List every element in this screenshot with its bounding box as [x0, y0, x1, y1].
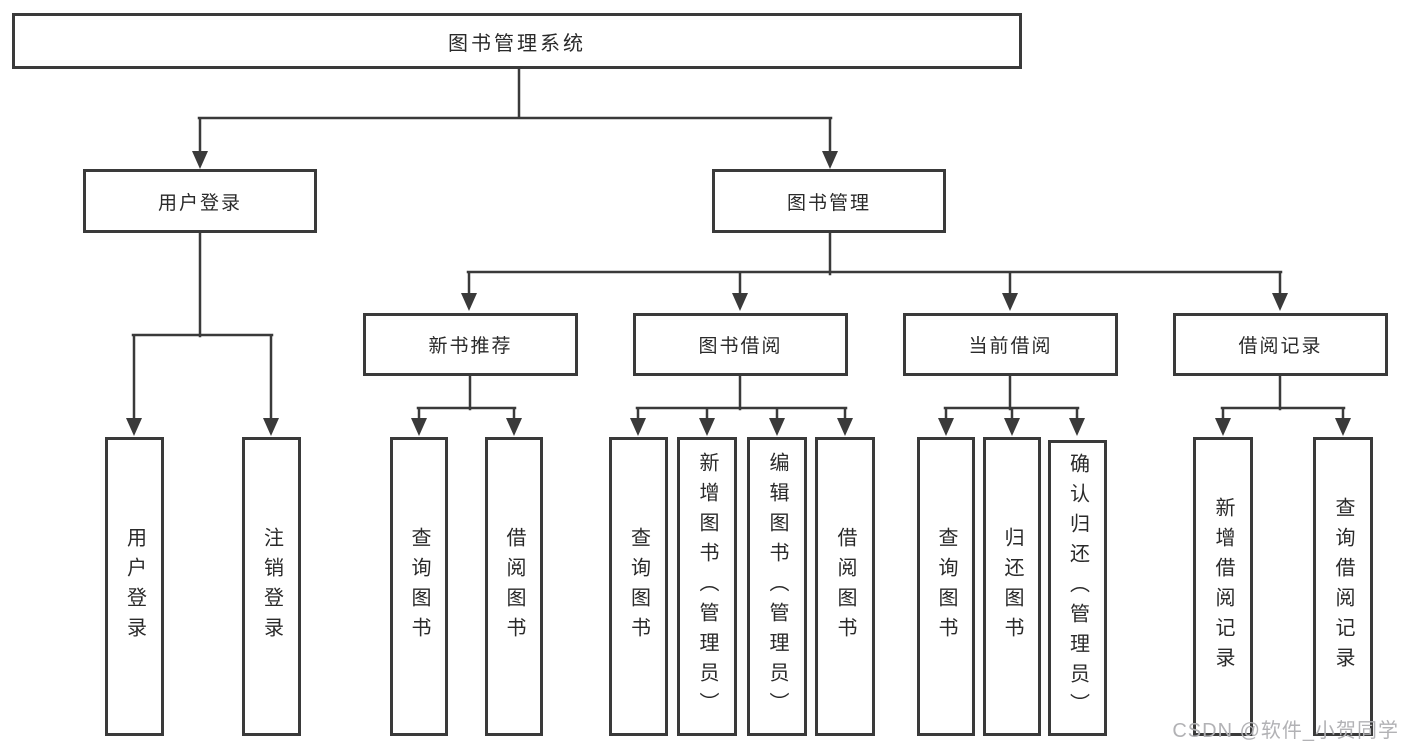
node-new-book-recommend-label: 新书推荐	[428, 336, 513, 357]
node-borrow-record: 借阅记录	[1173, 313, 1388, 376]
node-recommend-borrow-book-label: 借阅图书	[503, 526, 525, 647]
node-recommend-query-book: 查询图书	[390, 437, 448, 736]
node-borrow-edit-book-admin-label: 编辑图书（管理员）	[766, 451, 788, 722]
node-new-book-recommend: 新书推荐	[363, 313, 578, 376]
node-current-borrow: 当前借阅	[903, 313, 1118, 376]
node-borrow-borrow-book-label: 借阅图书	[834, 526, 856, 647]
node-user-login-action-label: 用户登录	[123, 526, 146, 647]
node-record-add-record-label: 新增借阅记录	[1212, 496, 1234, 677]
node-recommend-borrow-book: 借阅图书	[485, 437, 543, 736]
node-logout-action-label: 注销登录	[260, 526, 283, 647]
node-record-query-record: 查询借阅记录	[1313, 437, 1373, 736]
node-root-label: 图书管理系统	[448, 32, 586, 55]
node-borrow-add-book-admin: 新增图书（管理员）	[677, 437, 737, 736]
node-root: 图书管理系统	[12, 13, 1022, 69]
node-book-borrow: 图书借阅	[633, 313, 848, 376]
node-book-borrow-label: 图书借阅	[698, 336, 783, 357]
node-record-query-record-label: 查询借阅记录	[1332, 496, 1354, 677]
node-recommend-query-book-label: 查询图书	[408, 526, 430, 647]
node-current-borrow-label: 当前借阅	[968, 336, 1053, 357]
node-borrow-record-label: 借阅记录	[1238, 336, 1323, 357]
node-borrow-add-book-admin-label: 新增图书（管理员）	[696, 451, 718, 722]
node-borrow-query-book-label: 查询图书	[627, 526, 650, 647]
node-current-return-book: 归还图书	[983, 437, 1041, 736]
node-user-login-label: 用户登录	[157, 192, 242, 214]
node-book-management: 图书管理	[712, 169, 946, 233]
node-borrow-edit-book-admin: 编辑图书（管理员）	[747, 437, 807, 736]
node-logout-action: 注销登录	[242, 437, 301, 736]
node-current-query-book: 查询图书	[917, 437, 975, 736]
node-current-return-book-label: 归还图书	[1001, 526, 1023, 647]
node-current-confirm-return-admin-label: 确认归还（管理员）	[1066, 453, 1089, 723]
node-borrow-query-book: 查询图书	[609, 437, 668, 736]
node-borrow-borrow-book: 借阅图书	[815, 437, 875, 736]
node-user-login: 用户登录	[83, 169, 317, 233]
watermark: CSDN @软件_小贺同学	[1172, 720, 1399, 742]
node-book-management-label: 图书管理	[786, 192, 871, 214]
node-current-confirm-return-admin: 确认归还（管理员）	[1048, 440, 1107, 736]
node-record-add-record: 新增借阅记录	[1193, 437, 1253, 736]
node-current-query-book-label: 查询图书	[935, 526, 957, 647]
node-user-login-action: 用户登录	[105, 437, 164, 736]
